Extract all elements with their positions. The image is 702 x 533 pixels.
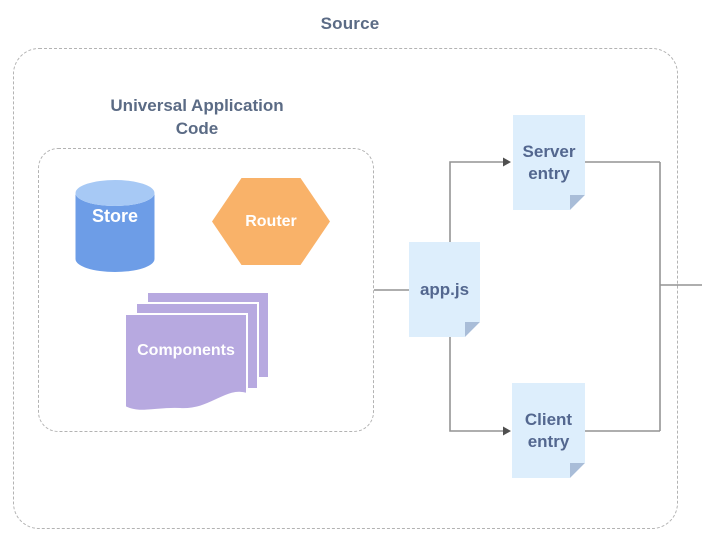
component-sheet-front [124, 313, 248, 412]
app-js-label: app.js [419, 279, 470, 299]
server-entry-label: Server entry [522, 141, 576, 183]
edge-appjs-to-client [449, 337, 503, 432]
arrowhead-server [503, 157, 511, 167]
client-entry-label: Client entry [524, 409, 573, 451]
diagram-title: Source [320, 14, 380, 33]
store-label: Store [91, 206, 138, 226]
arrowhead-client [503, 426, 511, 436]
universal-app-code-label: Universal Application Code [110, 96, 284, 138]
node-app-js: app.js [409, 242, 480, 337]
node-client-entry: Client entry [512, 383, 585, 478]
node-components: Components [124, 289, 272, 413]
components-label: Components [137, 342, 235, 359]
cylinder-icon [75, 180, 155, 272]
node-store: Store [75, 180, 155, 272]
node-server-entry: Server entry [513, 115, 585, 210]
router-label: Router [245, 212, 297, 230]
edge-appjs-to-server [449, 161, 503, 242]
universal-app-code-border [38, 148, 374, 432]
source-group-border [13, 48, 678, 529]
